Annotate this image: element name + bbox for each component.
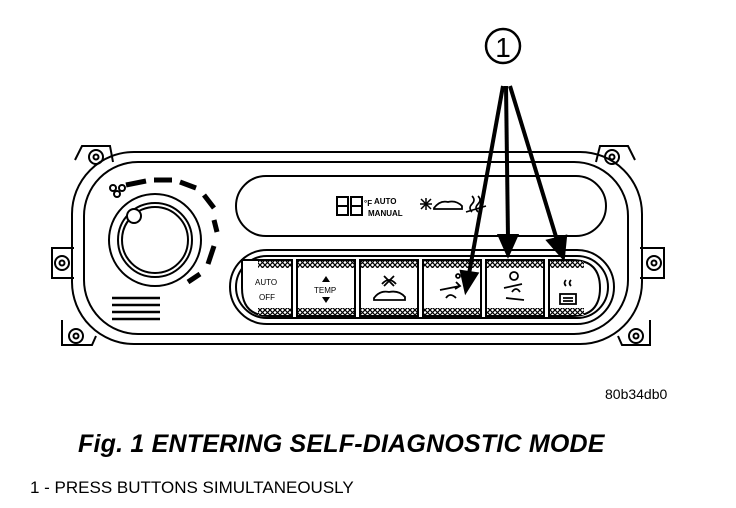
callout-arrowhead bbox=[545, 234, 568, 262]
display-digits bbox=[336, 196, 363, 216]
callout-1-circle bbox=[484, 27, 522, 65]
temp-button-label: TEMP bbox=[314, 286, 336, 295]
display-window bbox=[235, 175, 607, 237]
rear-defrost-icon bbox=[559, 279, 577, 305]
display-mode-manual: MANUAL bbox=[368, 209, 403, 218]
panel-mode-button[interactable] bbox=[422, 259, 482, 317]
panel-airflow-icon bbox=[439, 273, 462, 299]
callout-arrowhead bbox=[496, 234, 520, 259]
panel-bezel-outer bbox=[71, 151, 643, 345]
legend-item-1: 1 - PRESS BUTTONS SIMULTANEOUSLY bbox=[30, 478, 354, 497]
temp-scale-mark bbox=[211, 219, 220, 233]
mounting-tab-right-bottom bbox=[617, 320, 651, 346]
callout-arrow-panel-button bbox=[467, 85, 505, 275]
display-mode-auto: AUTO bbox=[374, 197, 397, 206]
callout-1-number: 1 bbox=[495, 32, 511, 63]
climate-control-panel-diagram: °F AUTO MANUAL bbox=[51, 27, 665, 346]
figure-caption: Fig. 1 ENTERING SELF-DIAGNOSTIC MODE bbox=[78, 430, 605, 458]
temp-scale-mark bbox=[202, 193, 216, 210]
panel-bezel-inner bbox=[83, 161, 629, 335]
recirculation-car-icon bbox=[373, 275, 406, 301]
auto-button-label: AUTO bbox=[255, 278, 277, 287]
temp-scale-mark bbox=[179, 179, 197, 191]
display-fan-icon bbox=[420, 198, 432, 210]
blower-knob[interactable] bbox=[117, 202, 193, 278]
display-car-icon bbox=[433, 200, 463, 210]
display-readout: °F AUTO MANUAL bbox=[336, 195, 487, 218]
callout-arrow-rear-defrost-button bbox=[508, 85, 559, 241]
fan-speed-icon bbox=[109, 184, 126, 198]
mounting-tab-left-bottom bbox=[61, 320, 97, 346]
button-bank-frame bbox=[229, 249, 615, 325]
mounting-tab-right-mid bbox=[640, 247, 665, 279]
temp-scale-mark bbox=[125, 178, 147, 188]
rear-defrost-button[interactable] bbox=[548, 259, 602, 317]
temp-scale-mark bbox=[205, 245, 217, 265]
blower-knob-bezel bbox=[108, 193, 202, 287]
auto-off-button[interactable]: AUTO OFF bbox=[241, 259, 293, 317]
bilevel-airflow-icon bbox=[503, 271, 525, 301]
bilevel-mode-button[interactable] bbox=[485, 259, 545, 317]
mounting-tab-left-top bbox=[74, 145, 114, 165]
recirculation-button[interactable] bbox=[359, 259, 419, 317]
temp-down-arrow-icon bbox=[322, 297, 330, 303]
figure-code: 80b34db0 bbox=[605, 386, 668, 402]
temp-scale-mark bbox=[186, 271, 202, 285]
callout-arrowhead bbox=[459, 269, 480, 296]
display-unit: °F bbox=[364, 199, 372, 208]
knob-indicator bbox=[126, 208, 142, 224]
callout-arrows bbox=[459, 85, 568, 296]
vent-slots bbox=[112, 296, 160, 321]
callout-arrow-bilevel-button bbox=[504, 85, 510, 239]
temp-up-arrow-icon bbox=[322, 276, 330, 282]
off-button-label: OFF bbox=[259, 293, 275, 302]
mounting-tab-left-mid bbox=[51, 247, 74, 279]
temp-button[interactable]: TEMP bbox=[296, 259, 356, 317]
